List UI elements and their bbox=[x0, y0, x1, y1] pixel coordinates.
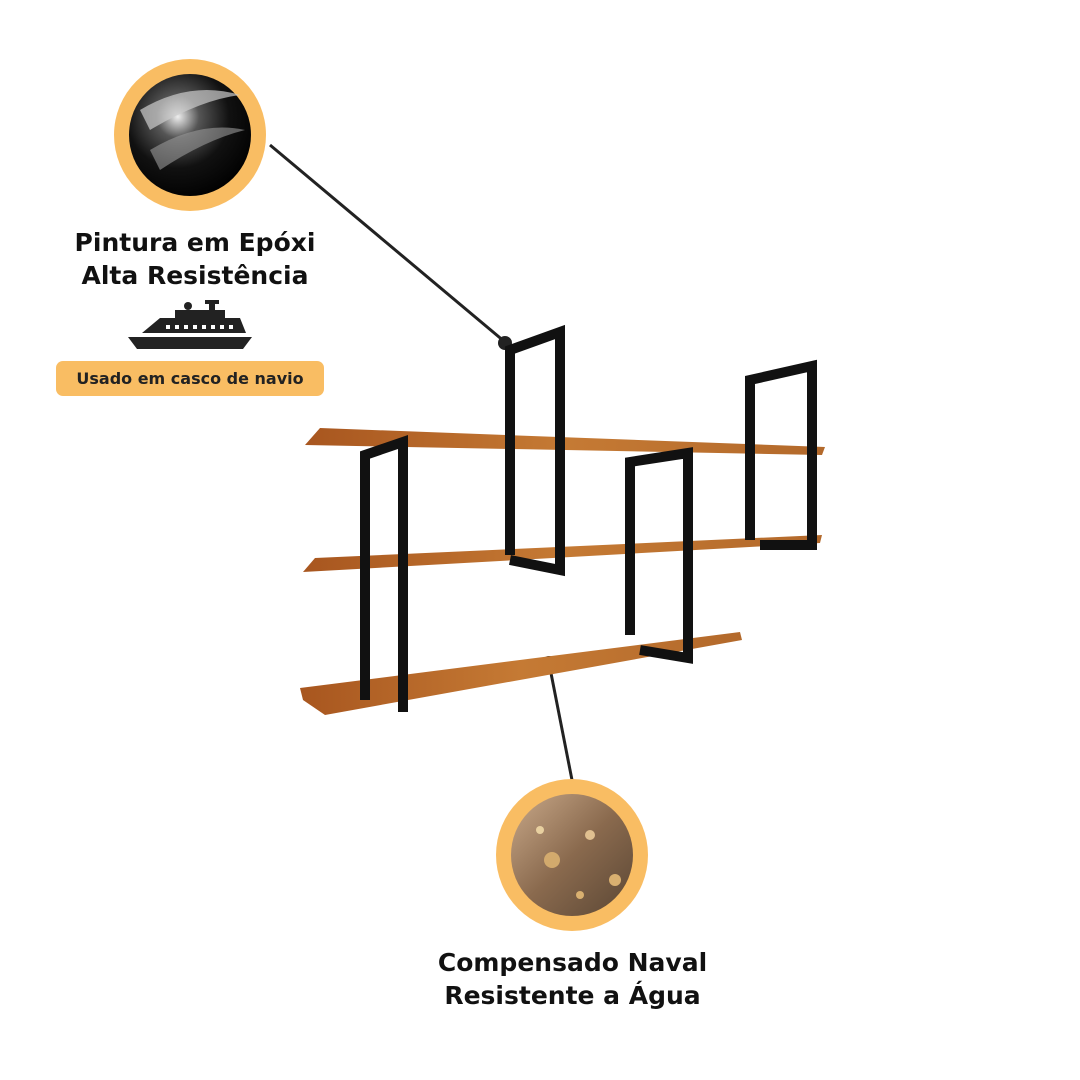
plywood-title-line1: Compensado Naval bbox=[437, 948, 708, 977]
epoxy-title-line1: Pintura em Epóxi bbox=[74, 228, 316, 257]
plywood-connector-line bbox=[547, 662, 574, 781]
metal-frame-3 bbox=[625, 447, 693, 664]
epoxy-connector-line bbox=[269, 143, 506, 344]
epoxy-title-line2: Alta Resistência bbox=[81, 261, 309, 290]
plywood-title-line2: Resistente a Água bbox=[444, 981, 701, 1010]
wall-shelf-product bbox=[300, 324, 825, 715]
metal-frame-4 bbox=[745, 359, 817, 550]
plywood-sample-image bbox=[496, 779, 648, 931]
ship-icon bbox=[128, 300, 252, 349]
epoxy-feature-title: Pintura em Epóxi Alta Resistência bbox=[40, 226, 350, 292]
epoxy-sample-image bbox=[114, 59, 266, 211]
ship-hull-badge: Usado em casco de navio bbox=[56, 361, 324, 396]
metal-frame-1 bbox=[505, 324, 565, 577]
plywood-feature-title: Compensado Naval Resistente a Água bbox=[400, 946, 745, 1012]
metal-frame-2 bbox=[360, 435, 408, 712]
shelf-plank-bottom bbox=[300, 632, 742, 715]
